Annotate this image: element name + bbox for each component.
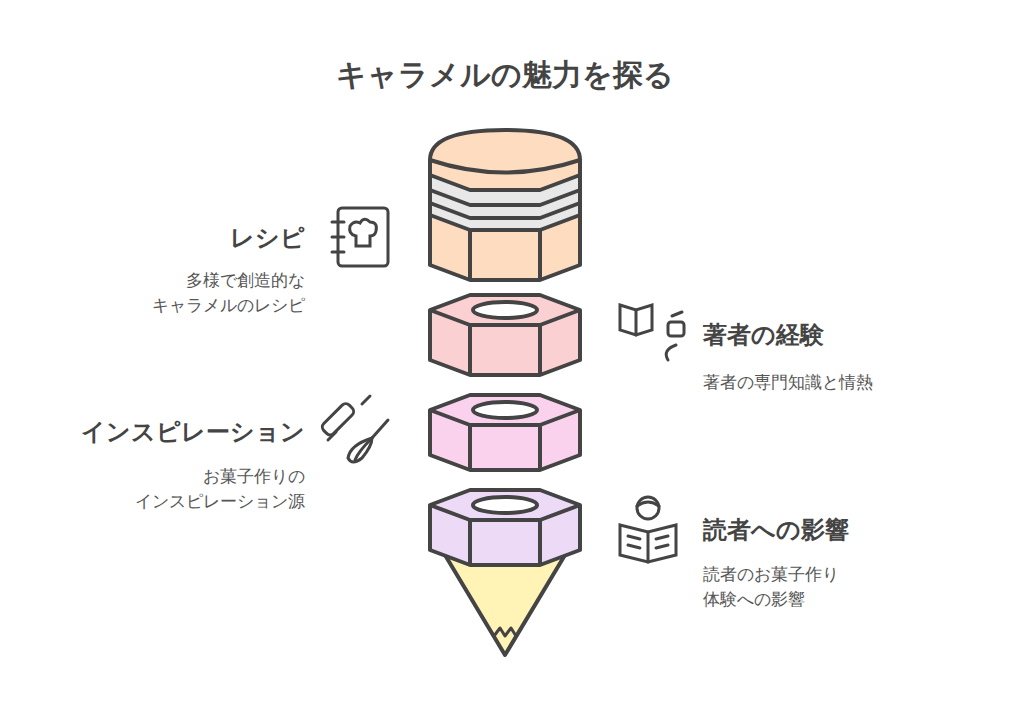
recipe-icon: [332, 208, 388, 266]
section-description: お菓子作りの インスピレーション源: [135, 464, 305, 514]
section-description: 読者のお菓子作り 体験への影響: [703, 562, 839, 612]
baking-icon: [320, 396, 388, 462]
section-heading: 著者の経験: [703, 319, 824, 351]
author-icon: [620, 305, 684, 360]
section-heading: レシピ: [230, 222, 305, 254]
diagram-title: キャラメルの魅力を探る: [336, 55, 674, 96]
section-description: 著者の専門知識と情熱: [703, 370, 873, 395]
section-heading: 読者への影響: [703, 514, 849, 546]
reader-icon: [620, 497, 676, 562]
section-description: 多様で創造的な キャラメルのレシピ: [152, 268, 305, 318]
section-heading: インスピレーション: [81, 416, 305, 448]
